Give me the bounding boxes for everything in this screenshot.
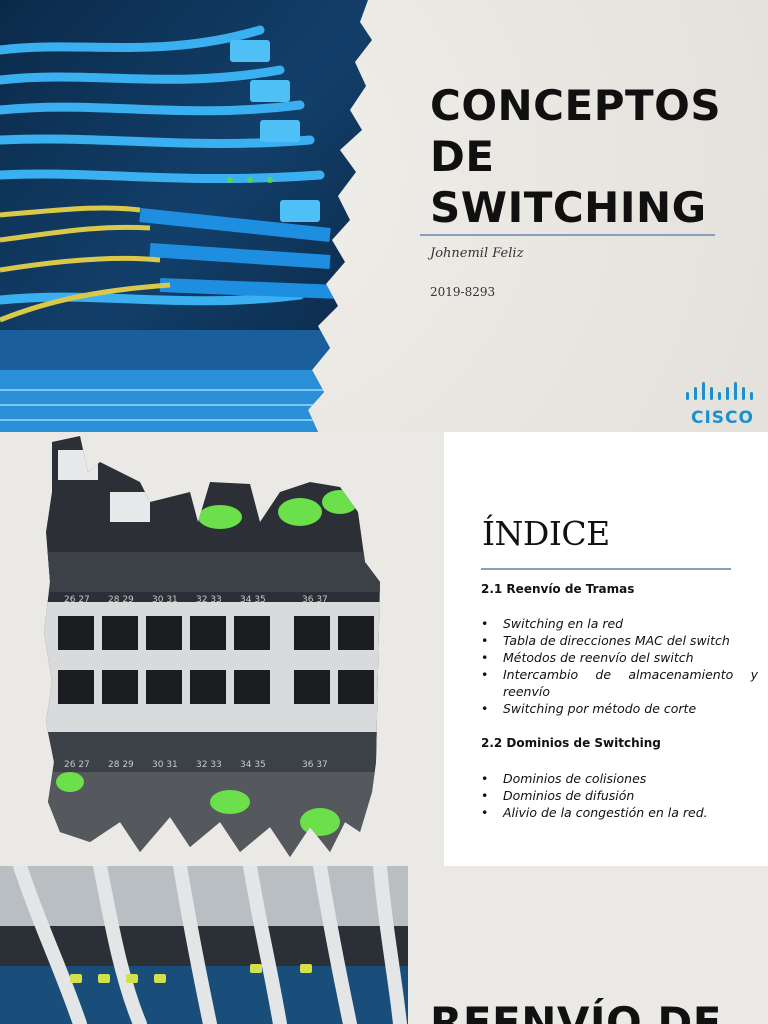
slide-title: CONCEPTOS DE SWITCHING Johnemil Feliz 20… xyxy=(0,0,768,432)
cisco-bars-icon xyxy=(686,382,753,400)
svg-text:32 33: 32 33 xyxy=(196,595,222,605)
section-list: •Switching en la red •Tabla de direccion… xyxy=(481,615,758,717)
title-line: CONCEPTOS xyxy=(430,81,722,130)
svg-text:26 27: 26 27 xyxy=(64,595,90,605)
list-item: •Alivio de la congestión en la red. xyxy=(481,805,708,820)
svg-text:26 27: 26 27 xyxy=(64,760,90,770)
section-heading: 2.1 Reenvío de Tramas xyxy=(481,582,635,596)
list-item: •Métodos de reenvío del switch xyxy=(481,650,694,665)
section-list: •Dominios de colisiones •Dominios de dif… xyxy=(481,770,758,821)
svg-text:28 29: 28 29 xyxy=(108,595,134,605)
list-item: •Intercambio de almacenamiento y reenvío xyxy=(481,667,758,699)
title-divider xyxy=(420,234,715,236)
title-line: DE xyxy=(430,132,495,181)
list-item: •Dominios de difusión xyxy=(481,788,635,803)
slide-section: REENVÍO DE xyxy=(0,866,768,1024)
section-heading: 2.2 Dominios de Switching xyxy=(481,736,661,750)
network-cables-photo xyxy=(0,0,372,432)
index-divider xyxy=(481,568,731,570)
svg-text:34 35: 34 35 xyxy=(240,595,266,605)
author-name: Johnemil Feliz xyxy=(430,246,524,261)
svg-text:30 31: 30 31 xyxy=(152,760,178,770)
presentation-title: CONCEPTOS DE SWITCHING xyxy=(430,80,750,233)
svg-text:30 31: 30 31 xyxy=(152,595,178,605)
list-item: •Dominios de colisiones xyxy=(481,771,647,786)
cisco-logo: CISCO xyxy=(683,378,763,428)
slide-index: 26 27 28 29 30 31 32 33 34 35 36 37 26 27 28… xyxy=(0,432,768,866)
index-title: ÍNDICE xyxy=(482,514,610,553)
list-item: •Switching por método de corte xyxy=(481,701,697,716)
student-id: 2019-8293 xyxy=(430,285,496,299)
index-panel xyxy=(444,432,768,866)
svg-text:36 37: 36 37 xyxy=(302,595,328,605)
svg-text:28 29: 28 29 xyxy=(108,760,134,770)
switch-ports-photo: 26 27 28 29 30 31 32 33 34 35 36 37 26 27 28… xyxy=(44,436,380,857)
section-title: REENVÍO DE xyxy=(430,998,722,1024)
list-item: •Switching en la red xyxy=(481,616,624,631)
title-line: SWITCHING xyxy=(430,183,707,232)
patch-cables-photo xyxy=(0,866,408,1024)
svg-text:34 35: 34 35 xyxy=(240,760,266,770)
cisco-wordmark: CISCO xyxy=(691,408,754,428)
svg-text:36 37: 36 37 xyxy=(302,760,328,770)
list-item: •Tabla de direcciones MAC del switch xyxy=(481,633,730,648)
svg-text:32 33: 32 33 xyxy=(196,760,222,770)
